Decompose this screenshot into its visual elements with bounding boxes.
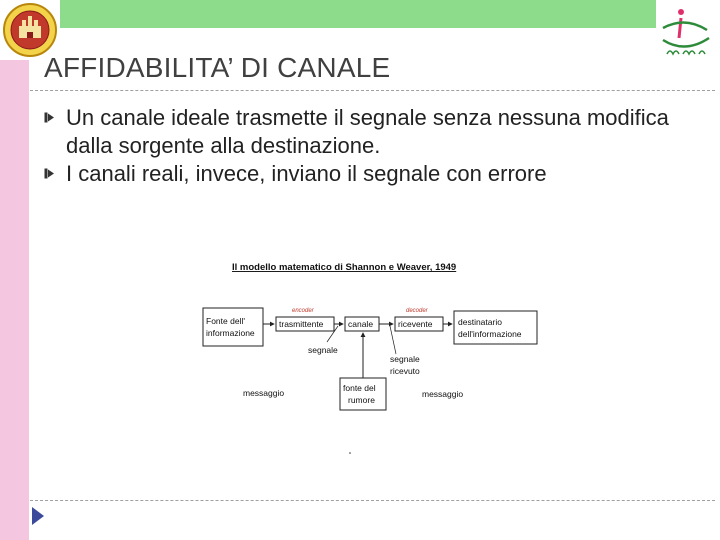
bullet-list: Un canale ideale trasmette il segnale se… <box>44 104 704 188</box>
bullet-item: Un canale ideale trasmette il segnale se… <box>44 104 704 160</box>
decoder-label: decoder <box>406 308 429 314</box>
signal-label: segnale <box>308 345 338 355</box>
slide-title: AFFIDABILITA’ DI CANALE <box>44 52 391 83</box>
bullet-marker-icon <box>44 168 54 179</box>
shannon-weaver-diagram: Il modello matematico di Shannon e Weave… <box>202 262 538 454</box>
bullet-text: Un canale ideale trasmette il segnale se… <box>66 105 669 158</box>
received-signal-pointer <box>389 325 397 355</box>
department-logo <box>662 9 710 56</box>
message-left-label: messaggio <box>243 388 284 398</box>
channel-label: canale <box>348 319 373 329</box>
university-seal-logo <box>3 3 57 57</box>
encoder-label: encoder <box>292 308 315 314</box>
source-label-line2: informazione <box>206 328 255 338</box>
noise-label-line1: fonte del <box>343 383 376 393</box>
received-signal-label-line1: segnale <box>390 354 420 364</box>
bullet-item: I canali reali, invece, inviano il segna… <box>44 160 704 188</box>
bullet-text: I canali reali, invece, inviano il segna… <box>66 161 547 186</box>
signal-pointer <box>326 325 339 343</box>
noise-label-line2: rumore <box>348 395 375 405</box>
message-right-label: messaggio <box>422 389 463 399</box>
left-accent-bar <box>0 60 29 540</box>
receiver-label: ricevente <box>398 319 433 329</box>
source-box <box>202 307 264 347</box>
noise-box <box>339 377 387 411</box>
destination-label-line1: destinatario <box>458 317 502 327</box>
source-label-line1: Fonte dell' <box>206 316 245 326</box>
diagram-title: Il modello matematico di Shannon e Weave… <box>232 262 456 273</box>
bullet-marker-icon <box>44 112 54 123</box>
title-divider <box>30 90 715 91</box>
footer-divider <box>30 500 715 501</box>
top-accent-bar <box>60 0 656 28</box>
next-slide-arrow-icon[interactable] <box>31 506 45 526</box>
transmitter-label: trasmittente <box>279 319 324 329</box>
destination-label-line2: dell'informazione <box>458 329 522 339</box>
received-signal-label-line2: ricevuto <box>390 366 420 376</box>
destination-box <box>453 310 538 345</box>
stray-dot <box>349 452 351 454</box>
